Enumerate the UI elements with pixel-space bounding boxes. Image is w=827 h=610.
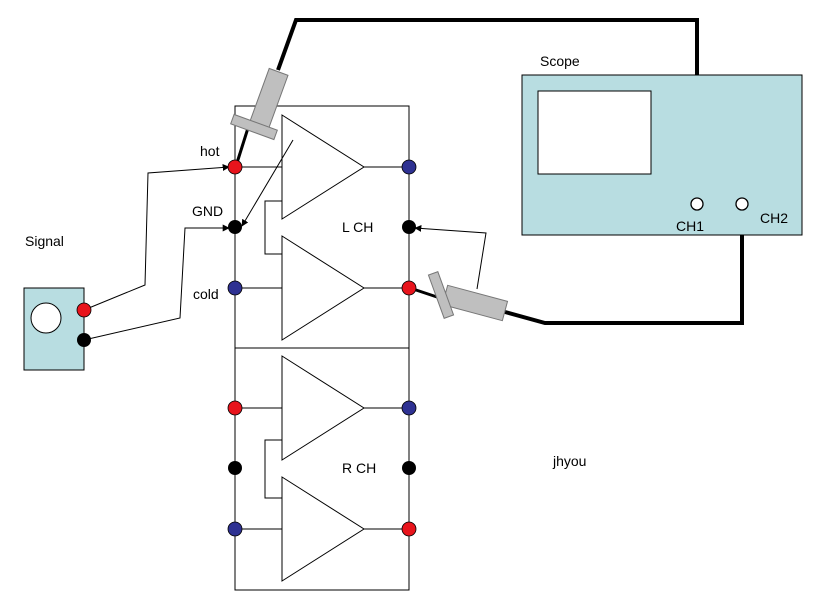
ch2-probe-cable: [504, 207, 744, 325]
r-gnd-input-terminal[interactable]: [228, 461, 242, 475]
l-gnd-bracket: [264, 200, 282, 255]
r-out-lower-terminal[interactable]: [401, 521, 417, 537]
hot-label: hot: [200, 143, 220, 159]
l-amp-upper: [281, 114, 365, 220]
ch1-probe-collar: [230, 113, 278, 141]
r-cold-input-terminal[interactable]: [227, 521, 243, 537]
top-probe-tip-wire: [234, 127, 250, 167]
signal-label: Signal: [25, 233, 64, 249]
right-channel-label: R CH: [342, 460, 376, 476]
ch1-input-jack[interactable]: [690, 197, 704, 211]
l-cold-input-terminal[interactable]: [227, 280, 243, 296]
top-probe-ground-lead: [241, 139, 294, 227]
oscilloscope: Scope CH1 CH2: [521, 53, 803, 236]
l-amp-lower: [281, 235, 365, 341]
scope-label: Scope: [540, 53, 580, 69]
ch1-probe[interactable]: [230, 67, 289, 141]
l-gnd-input-terminal[interactable]: [228, 220, 242, 234]
l-hot-input-terminal[interactable]: [227, 159, 243, 175]
left-channel-label: L CH: [342, 219, 373, 235]
amplifier-unit: L CH R CH hot GND cold: [192, 105, 410, 591]
lower-probe-ground-lead: [414, 224, 487, 290]
ground-signal-wire: [83, 224, 230, 341]
signal-ground-terminal[interactable]: [77, 333, 91, 347]
ch2-input-jack[interactable]: [735, 197, 749, 211]
hot-signal-wire: [83, 163, 230, 311]
r-amp-lower: [281, 476, 365, 582]
ch2-probe[interactable]: [427, 271, 509, 322]
ch2-probe-collar: [427, 271, 455, 319]
ch2-label: CH2: [760, 210, 788, 226]
signal-generator: Signal: [23, 233, 85, 371]
signal-output-knob: [30, 302, 62, 334]
author-label: jhyou: [552, 453, 586, 469]
signal-hot-terminal[interactable]: [76, 302, 92, 318]
r-gnd-bracket: [264, 439, 282, 499]
l-out-upper-terminal[interactable]: [401, 159, 417, 175]
r-amp-upper: [281, 355, 365, 461]
r-out-upper-terminal[interactable]: [401, 400, 417, 416]
r-hot-input-terminal[interactable]: [227, 400, 243, 416]
r-out-gnd-terminal[interactable]: [402, 461, 416, 475]
cold-label: cold: [193, 286, 219, 302]
gnd-label: GND: [192, 203, 223, 219]
l-out-gnd-terminal[interactable]: [402, 220, 416, 234]
scope-screen: [537, 90, 652, 175]
l-out-lower-terminal[interactable]: [401, 280, 417, 296]
ch1-label: CH1: [676, 218, 704, 234]
